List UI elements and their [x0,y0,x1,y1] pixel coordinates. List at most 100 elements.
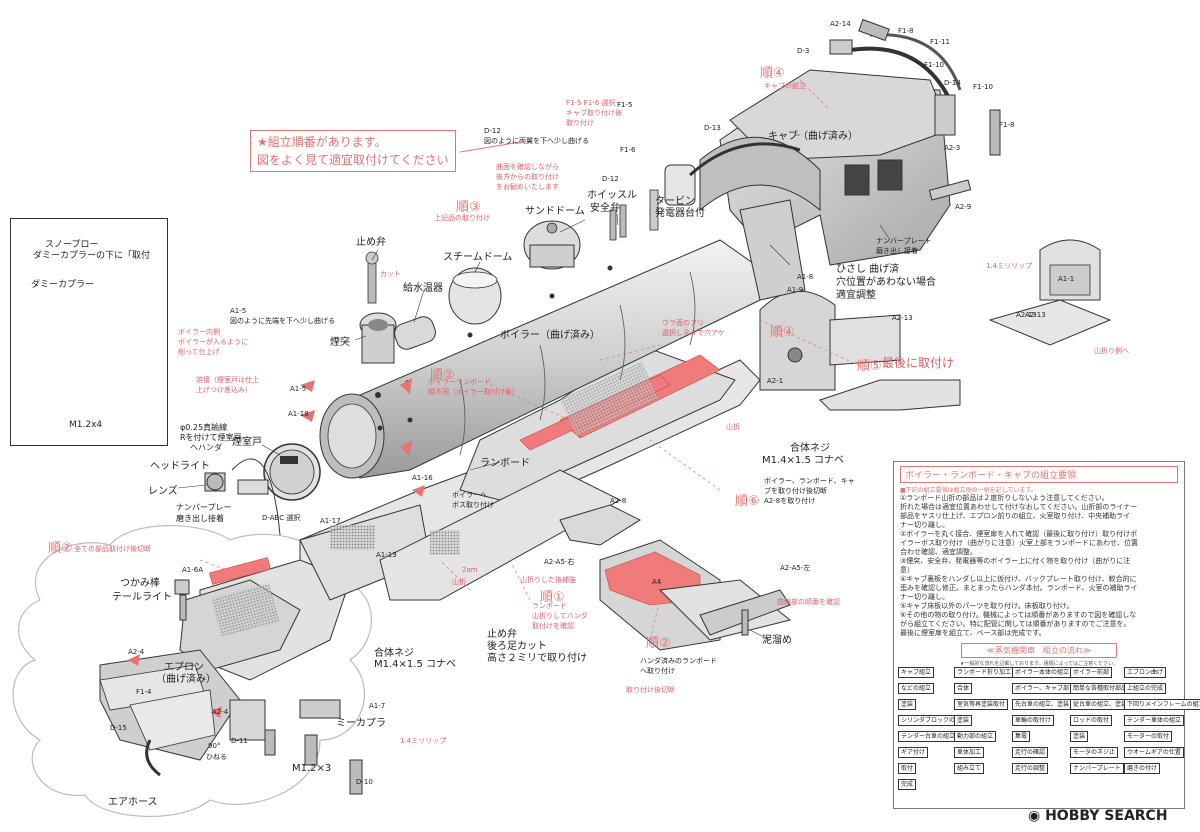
red-note-24: 2am [462,566,478,574]
part-number-10: A1-8 [797,273,814,281]
flow-step-3: ボイラー前部 [1070,667,1113,678]
visor-hole-label: 穴位置があわない場合 [836,277,936,288]
step-5-text: 最後に取付け [882,356,955,370]
red-note-10: をお勧めいたします [496,183,559,191]
flow-step-14: 下回りメインフレームの組立、 [1124,699,1200,710]
part-number-33: F1-6 [620,146,636,154]
steamdome-label: スチームドーム [443,252,513,263]
red-note-4: 溶接（煙室戸は仕上 [196,376,259,384]
part-number-0: D-3 [797,47,810,55]
red-note-2: ボイラーが入るように [178,338,248,346]
watermark-logo-icon: ◉ [1028,808,1046,824]
red-note-12: キャブ取り付け後 [566,109,622,117]
panel-instruction-line-5: イラーボス取り付け（曲がりに注意）火室上部をランボードにあわせ、位置 [900,539,1138,547]
flow-step-2: ボイラー本体の組立 [1012,667,1073,678]
watermark-text: HOBBY SEARCH [1045,808,1168,824]
flow-step-29: ウオームギアの仕置 [1124,747,1184,758]
part-number-34: D-12 [602,175,619,183]
part-number-27: A1-7 [369,702,386,710]
handrail-label: つかみ棒 [120,578,160,589]
part-number-28: A2-8 [610,497,627,505]
panel-instruction-line-10: 歪みを確認し修正。まとまったらハンダ本付。ランボード、火室の補助ライ [900,584,1138,592]
part-number-30: A4 [652,578,662,586]
panel-instruction-line-2: 部品をヤスリ仕上げ、エプロン前りの組立、火室取り付け、中央補助ライ [900,512,1131,520]
red-note-7: 順不同（ボイラー取付け後） [428,388,519,396]
part-number-18: A1-17 [320,517,341,525]
flow-step-35: 完成 [898,779,917,790]
chimney-label: 煙突 [330,337,350,348]
flow-step-18: ロッドの取付 [1070,715,1113,726]
red-note-20: 取付けを確認 [532,622,574,630]
part-number-12: A2-13 [892,314,913,322]
part-number-3: F1-11 [930,38,950,46]
taillight-label: テールライト [112,592,172,603]
flow-step-27: 走行の確認 [1012,747,1049,758]
turbine-stand-label: 発電器台付 [655,208,705,219]
red-note-18: ランボード [532,602,567,610]
red-note-25: 山折りした後補強 [520,576,576,584]
flow-step-34: 磨きの付け [1124,763,1161,774]
lip-note: 1.4ミリリップ [986,262,1033,270]
red-note-5: 上げつけ差込み） [196,386,252,394]
red-note-8: 曲面を確認しながら [496,163,559,171]
panel-instruction-line-0: ①ランボード山折の部品は２度折りしないよう注意してください。 [900,494,1109,502]
part-number-7: F1-8 [999,121,1015,129]
part-number-4: F1-10 [924,61,944,69]
red-note-17: 全ての部品取付け後切断 [74,545,151,553]
panel-instruction-line-15: 最後に煙室扉を組立て、ベース部は完成です。 [900,629,1046,637]
part-number-8: A2-3 [944,144,961,152]
flow-step-6: 合体 [954,683,973,694]
step-4-label-backplate: 順④ [770,325,795,340]
cut-note-1: ボイラー、ランボード、キャ [764,477,855,485]
flow-step-22: 集電 [1012,731,1031,742]
safety-valve-label: 安全弁 [590,203,620,214]
panel-heading: ボイラー・ランボード・キャブの組立要領 [900,466,1178,483]
red-note-13: 取り付け [566,119,594,127]
inset-dummy-coupler-under-label: ダミーカプラーの下に「取付 [33,251,151,261]
part-number-15: A1-5 [290,385,307,393]
visor-label: ひさし 曲げ済 [836,264,900,275]
part-number-35: D-13 [704,124,721,132]
part-number-26: D-10 [356,778,373,786]
part-number-17: A1-16 [412,474,433,482]
apron-bent-label: （曲げ済み） [156,674,216,685]
mountain-fold-note: 山折り側へ [1094,347,1129,355]
notice-line-1: ★組立順番があります。 [257,135,387,149]
red-note-16: 選択しＲ４で穴アケ [662,329,725,337]
part-number-2: F1-8 [898,27,914,35]
part-number-21: A2-4 [128,648,145,656]
part-number-11: A1-9 [787,286,804,294]
part-number-20: A1-6A [182,566,204,574]
rear-leg-cut-label: 後ろ足カット [487,641,547,652]
step-2-label-hanger: 順② [646,636,671,651]
step-2-label-boiler: 順② [430,368,455,383]
red-note-27: 曲線部の順番を確認 [777,598,840,606]
panel-instruction-line-12: ⑤キャブ床板以外のパーツを取り付け。床板取り付け。 [900,602,1074,610]
flow-step-33: ナンバープレート [1070,763,1124,774]
boiler-red-marker-2 [400,378,412,394]
red-note-1: ボイラー内側 [178,328,220,336]
lip-note-2: 1.4ミリリップ [400,737,447,745]
part-number-25: D-11 [231,737,248,745]
step-4-label-cab: 順④ [760,66,785,81]
part-number-14: A2-13 [1016,311,1037,319]
step-2-label-front: 順② [48,541,73,556]
flow-chart: キャブ組立ランボード折り加工ボイラー本体の組立ボイラー前部エプロン曲げなどの組立… [894,667,1200,790]
part-number-29: A2-A5-右 [544,558,575,566]
inset-dummy-coupler-label: ダミーカプラー [31,280,95,290]
part-number-5: D-14 [944,79,961,87]
panel-instruction-line-3: ナー切り離し。 [900,521,949,529]
red-note-19: 山折りしてハンダ [532,612,588,620]
flow-step-21: 動力部の組立 [954,731,997,742]
combined-screw-label: 合体ネジ [374,648,414,659]
wire-label: φ0.25真鍮線 [180,423,228,432]
combined-screw-2-size-label: M1.4×1.5 コナベ [762,455,844,466]
snowplow-inset: スノープロー ダミーカプラーの下に「取付 ダミーカプラー M1.2x4 [10,218,168,446]
hanger-note-1: ハンダ済みのランボード [640,657,717,665]
hobby-search-watermark: ◉ HOBBY SEARCH [1028,808,1168,824]
flow-step-4: エプロン曲げ [1124,667,1167,678]
feed-water-heater-label: 給水温器 [403,283,443,294]
flow-step-13: 従台車の組立、塗装 [1070,699,1131,710]
flow-step-9: 上組立の完成 [1124,683,1167,694]
a15-part-label: A1-5 [230,307,247,315]
